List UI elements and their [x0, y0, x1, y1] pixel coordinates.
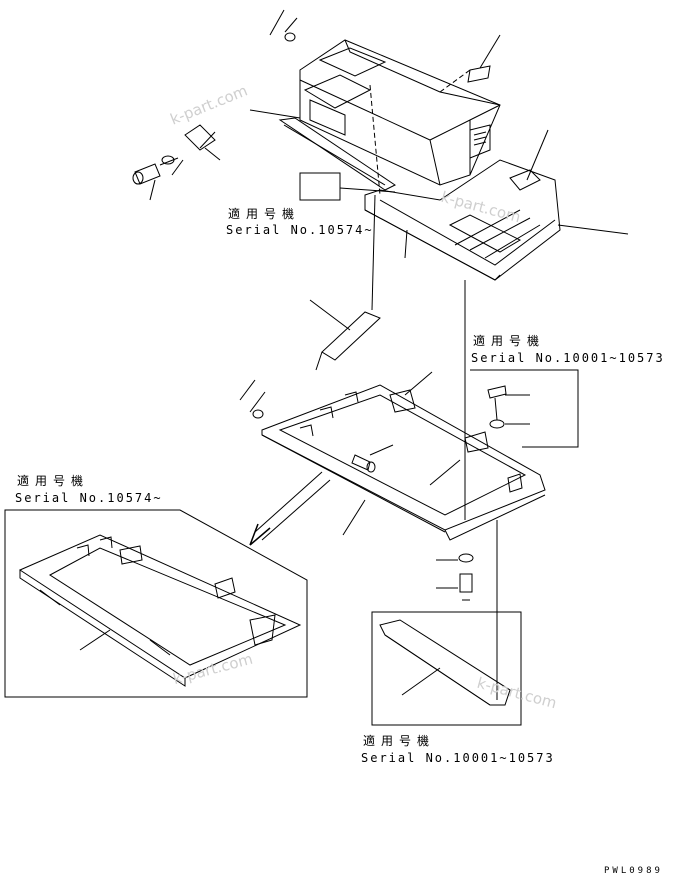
bolt-detail [470, 369, 579, 448]
frame-detail-box [4, 509, 308, 698]
floor-frame [252, 384, 546, 541]
serial-label-ja-right: 適用号機 [473, 334, 546, 348]
direction-arrow [249, 471, 331, 546]
serial-label-ja-left: 適用号機 [17, 474, 90, 488]
rail-detail-box [371, 611, 522, 726]
serial-label-left: Serial No.10574~ [15, 491, 163, 505]
serial-label-ja-top: 適用号機 [228, 207, 301, 221]
serial-label-right: Serial No.10001~10573 [471, 351, 665, 365]
leader-lines-top [149, 9, 629, 259]
callout-box [299, 172, 341, 201]
gas-spring [309, 194, 381, 371]
bolt-washer [436, 553, 474, 601]
drawing-code: PWL0989 [604, 866, 663, 876]
serial-label-bottom: Serial No.10001~10573 [361, 751, 555, 765]
top-cover [278, 39, 561, 281]
serial-label-top: Serial No.10574~ [226, 223, 374, 237]
serial-label-ja-bottom: 適用号機 [363, 734, 436, 748]
leader-lines-middle [239, 371, 461, 536]
hinge-bracket [132, 32, 491, 185]
